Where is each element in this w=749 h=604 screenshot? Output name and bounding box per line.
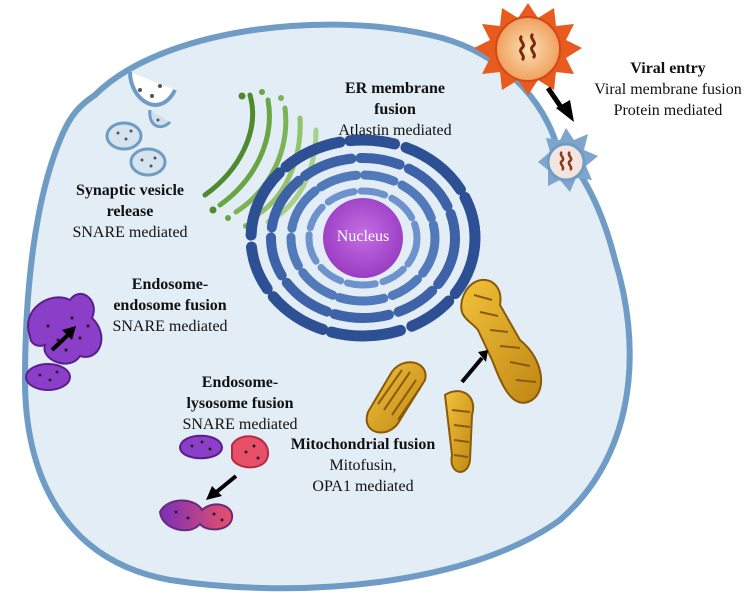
synaptic-title-2: release (106, 203, 154, 220)
endosome-arrow-1 (50, 326, 76, 352)
golgi-strands (202, 89, 319, 229)
endo-lyso-title-1: Endosome- (201, 374, 279, 391)
endo-endo-line-1: SNARE mediated (112, 318, 228, 335)
endo-lyso-title-2: lysosome fusion (186, 395, 294, 412)
mito-fusion-title: Mitochondrial fusion (290, 436, 436, 453)
mito-fusion-label: Mitochondrial fusion Mitofusin, OPA1 med… (278, 434, 448, 497)
fusion-arrow-2 (206, 474, 238, 500)
endosome-small (25, 363, 71, 391)
viral-entry-label: Viral entry Viral membrane fusion Protei… (588, 58, 748, 121)
virus-particle (474, 3, 582, 95)
synaptic-fusion-pore (128, 71, 177, 129)
mitochondrion-fused (460, 279, 543, 404)
endosome-purple (178, 434, 224, 460)
er-fusion-title-1: ER membrane (345, 80, 445, 97)
synaptic-line-1: SNARE mediated (72, 224, 188, 241)
endo-endo-title-2: endosome fusion (113, 297, 227, 314)
virus-entry-arrow (545, 86, 574, 122)
viral-entry-title: Viral entry (630, 60, 706, 77)
synaptic-title-1: Synaptic vesicle (76, 182, 184, 199)
fused-endolysosome (158, 499, 234, 532)
virus-fusing (538, 128, 598, 192)
endo-lyso-label: Endosome- lysosome fusion SNARE mediated (170, 372, 310, 435)
nucleus-label: Nucleus (336, 228, 390, 245)
lysosome-red (231, 435, 270, 469)
endo-lyso-line-1: SNARE mediated (182, 416, 298, 433)
er-fusion-line-1: Atlastin mediated (338, 122, 452, 139)
mito-fusion-line-1: Mitofusin, (329, 457, 397, 474)
mitochondrion-left (365, 361, 427, 434)
mito-fusion-line-2: OPA1 mediated (312, 478, 414, 495)
synaptic-release-label: Synaptic vesicle release SNARE mediated (60, 180, 200, 243)
synaptic-vesicle-1 (105, 121, 143, 151)
endo-endo-label: Endosome- endosome fusion SNARE mediated (100, 274, 240, 337)
viral-entry-line-1: Viral membrane fusion (594, 81, 742, 98)
er-fusion-title-2: fusion (374, 101, 416, 118)
mito-fusion-arrow (460, 350, 488, 384)
er-fusion-label: ER membrane fusion Atlastin mediated (320, 78, 470, 141)
viral-entry-line-2: Protein mediated (613, 102, 723, 119)
fused-endosome (27, 292, 103, 365)
nucleus (323, 198, 403, 278)
endoplasmic-reticulum (245, 134, 481, 342)
mitochondrion-right (443, 390, 475, 473)
endo-endo-title-1: Endosome- (131, 276, 209, 293)
synaptic-vesicle-2 (129, 147, 167, 177)
